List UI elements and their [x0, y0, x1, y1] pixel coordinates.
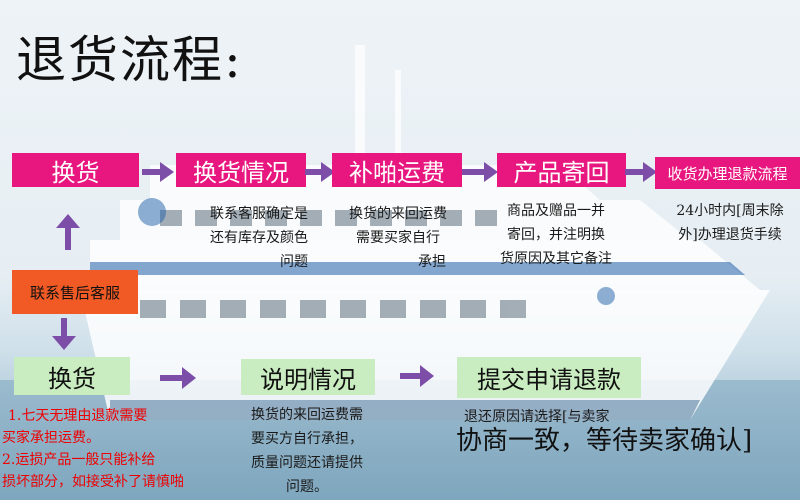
step-shipping-fee-label: 补啪运费: [349, 158, 445, 187]
step-explain-desc: 换货的来回运费需 要买方自行承担， 质量问题还请提供 问题。: [251, 407, 363, 495]
step-return-product-label: 产品寄回: [513, 158, 610, 187]
step-return-product-desc: 商品及赠品一并 寄回，并注明换 货原因及其它备注: [500, 203, 612, 267]
step-submit-refund-desc: 退还原因请选择[与卖家: [464, 409, 610, 425]
step-refund-process: 收货办理退款流程: [655, 157, 800, 189]
step-exchange-situation-desc: 联系客服确定是 还有库存及颜色 问题: [210, 206, 308, 270]
right-arrow-icon: [462, 162, 498, 182]
right-arrow-icon: [625, 162, 657, 182]
step-submit-refund-label: 提交申请退款: [477, 366, 621, 394]
step-exchange-bottom-label: 换货: [48, 364, 96, 393]
contact-after-sales-label: 联系售后客服: [29, 283, 120, 302]
step-return-product: 产品寄回: [497, 153, 626, 187]
right-arrow-icon: [305, 162, 335, 182]
step-explain-label: 说明情况: [260, 365, 356, 394]
step-shipping-fee: 补啪运费: [332, 153, 462, 187]
down-arrow-icon: [52, 318, 76, 350]
step-shipping-fee-desc: 换货的来回运费 需要买家自行 承担: [349, 206, 447, 270]
step-refund-process-desc: 24小时内[周末除 外]办理退货手续: [676, 203, 784, 243]
page-title: 退货流程:: [16, 31, 243, 89]
step-exchange-situation: 换货情况: [176, 153, 306, 187]
step-exchange-situation-label: 换货情况: [193, 158, 289, 187]
step-submit-refund: 提交申请退款: [457, 357, 641, 398]
contact-after-sales: 联系售后客服: [12, 270, 138, 314]
up-arrow-icon: [56, 214, 80, 250]
step-exchange-top-label: 换货: [51, 158, 100, 187]
exchange-notes: 1.七天无理由退款需要 买家承担运费。 2.运损产品一般只能补给 损坏部分，如接…: [2, 408, 184, 490]
right-arrow-icon: [400, 365, 434, 387]
step-exchange-top: 换货: [12, 153, 139, 187]
step-submit-refund-confirm: 协商一致，等待卖家确认]: [456, 426, 753, 456]
step-explain: 说明情况: [241, 359, 375, 395]
right-arrow-icon: [142, 162, 174, 182]
step-refund-process-label: 收货办理退款流程: [667, 164, 788, 183]
step-exchange-bottom: 换货: [14, 357, 130, 395]
right-arrow-icon: [160, 367, 196, 389]
